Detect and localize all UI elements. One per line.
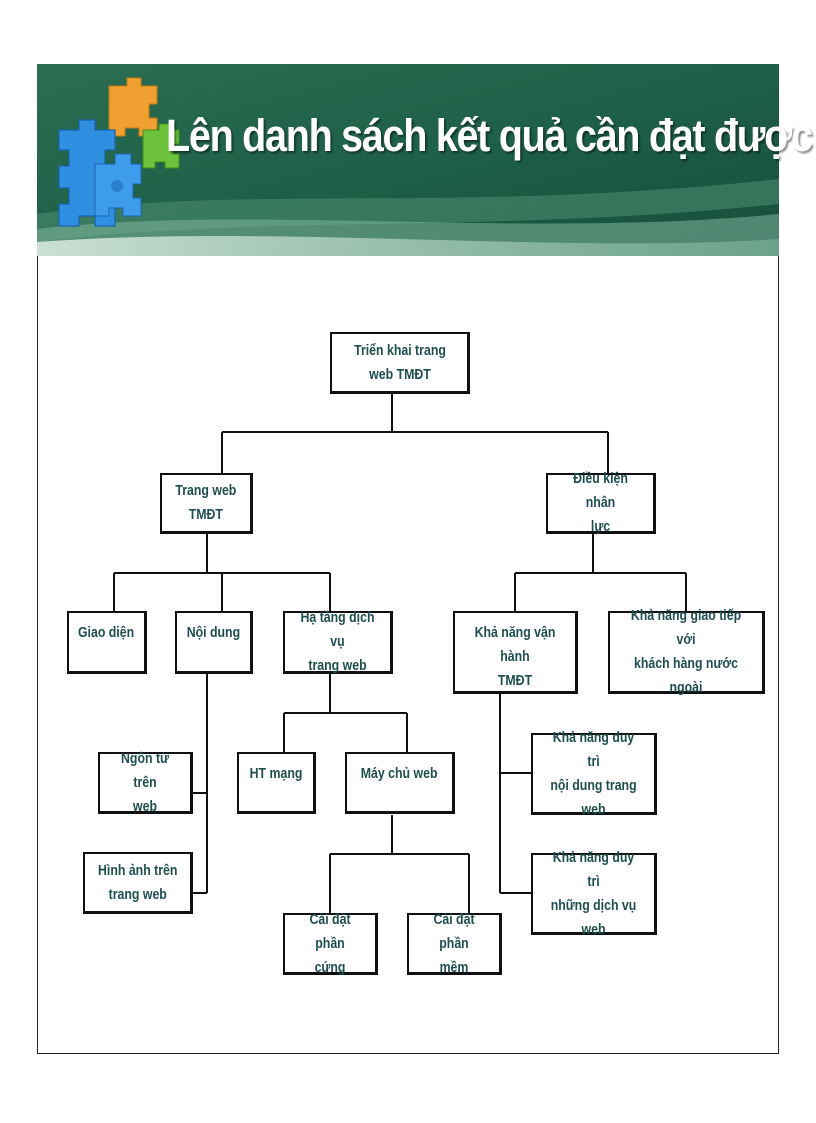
node-ui-label: Giao diện — [78, 625, 135, 641]
node-software-label: Cài đặt phần mềm — [433, 911, 475, 976]
node-web-label: Trang web TMĐT — [175, 483, 237, 523]
node-hardware-label: Cài đặt phần cứng — [309, 911, 351, 976]
node-maintain-services-label: Khả năng duy trì những dịch vụ web — [550, 849, 637, 938]
node-ops-label: Khả năng vận hành TMĐT — [474, 625, 556, 689]
node-maintain-services: Khả năng duy trì những dịch vụ web — [531, 850, 657, 938]
node-network: HT mạng — [237, 752, 316, 814]
node-comm: Khả năng giao tiếp với khách hàng nước n… — [608, 608, 765, 696]
node-content: Nội dung — [175, 611, 253, 674]
node-words-label: Ngôn từ trên web — [121, 750, 169, 815]
header-banner — [37, 64, 779, 256]
node-server: Máy chủ web — [345, 752, 455, 814]
node-images: Hình ảnh trên trang web — [83, 852, 193, 914]
node-network-label: HT mạng — [249, 766, 303, 782]
node-images-label: Hình ảnh trên trang web — [97, 862, 178, 903]
node-maintain-content: Khả năng duy trì nội dung trang web — [531, 730, 657, 818]
node-infra-label: Hạ tầng dịch vụ trang web — [300, 610, 375, 674]
node-server-label: Máy chủ web — [361, 766, 438, 782]
node-hr: Điều kiện nhân lực — [546, 471, 656, 535]
banner-underline — [37, 256, 779, 300]
node-software: Cài đặt phần mềm — [407, 912, 502, 976]
node-comm-label: Khả năng giao tiếp với khách hàng nước n… — [630, 608, 742, 696]
node-hr-label: Điều kiện nhân lực — [573, 471, 628, 535]
node-hardware: Cài đặt phần cứng — [283, 912, 378, 976]
node-ui: Giao diện — [67, 611, 147, 674]
node-root: Triển khai trang web TMĐT — [330, 332, 470, 394]
node-ops: Khả năng vận hành TMĐT — [453, 611, 578, 694]
puzzle-cubes-icon — [58, 77, 180, 227]
node-content-label: Nội dung — [186, 625, 241, 641]
node-infra: Hạ tầng dịch vụ trang web — [283, 610, 393, 674]
node-root-label: Triển khai trang web TMĐT — [353, 342, 446, 383]
node-web: Trang web TMĐT — [160, 473, 253, 534]
node-words: Ngôn từ trên web — [98, 751, 193, 815]
node-maintain-content-label: Khả năng duy trì nội dung trang web — [550, 729, 637, 818]
